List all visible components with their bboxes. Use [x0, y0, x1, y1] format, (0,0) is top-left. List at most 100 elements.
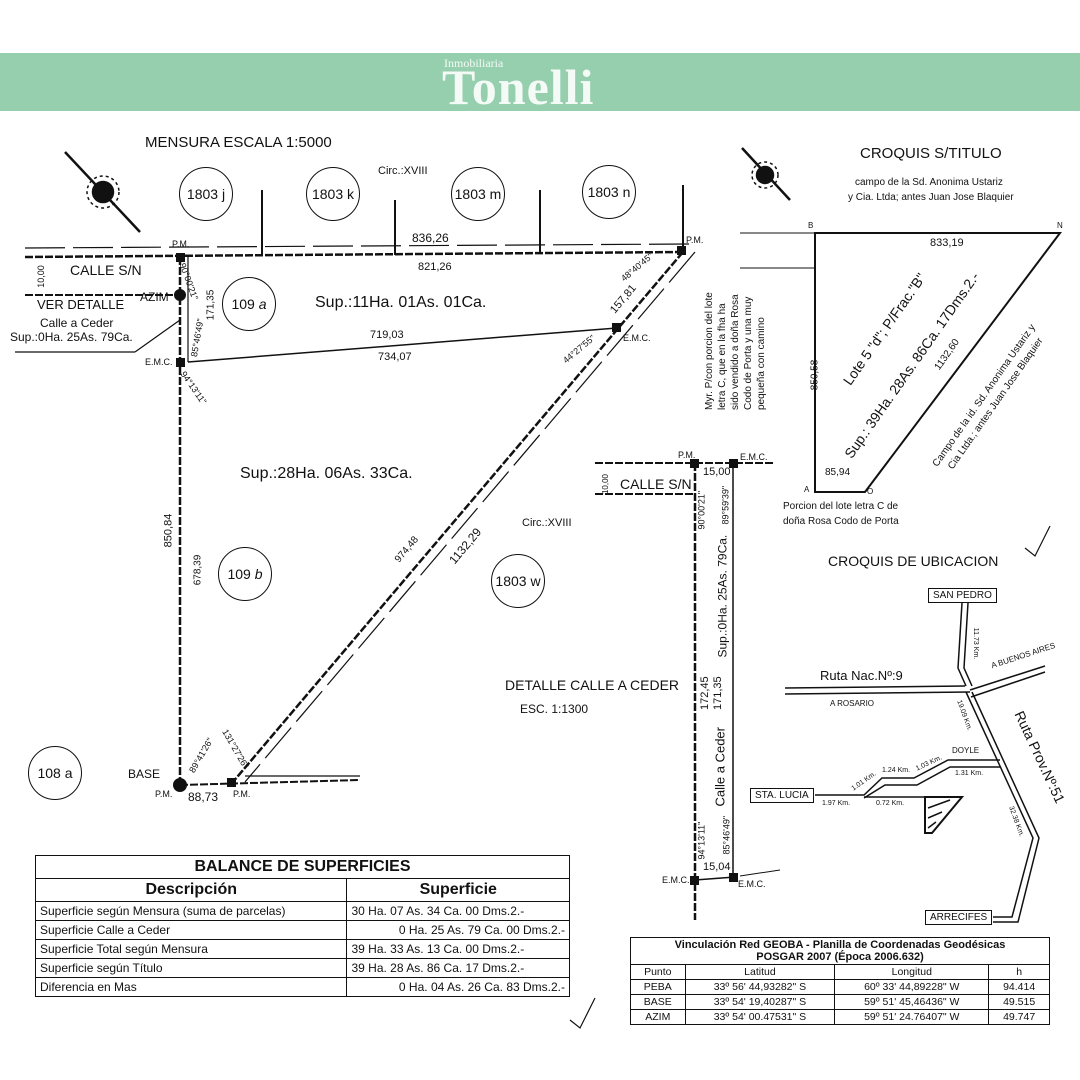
- azim-label: AZIM: [140, 290, 169, 304]
- plan-title: MENSURA ESCALA 1:5000: [145, 134, 332, 151]
- circ-label: Circ.:XVIII: [378, 165, 428, 177]
- north-arrow-icon: [741, 147, 791, 201]
- detail-left-dim: 172,45: [699, 676, 711, 710]
- detail-bottom-dim: 15,04: [703, 861, 731, 873]
- town-san-pedro: SAN PEDRO: [928, 588, 997, 603]
- brand-banner: [0, 53, 1080, 111]
- doyle: DOYLE: [952, 746, 980, 755]
- km: 1.97 Km.: [822, 800, 851, 807]
- ruta-9: Ruta Nac.Nº:9: [820, 668, 903, 683]
- dim-85-94: 85,94: [825, 467, 851, 478]
- calle-ceder-sup: Sup.:0Ha. 25As. 79Ca.: [10, 330, 133, 344]
- col-descripcion: Descripción: [34, 878, 348, 902]
- col-superficie: Superficie: [346, 878, 570, 902]
- brand-logo: Tonelli: [442, 59, 595, 115]
- detail-title: DETALLE CALLE A CEDER: [505, 677, 680, 693]
- dim-850: 850,84: [162, 513, 175, 548]
- detail-calle-sn: CALLE S/N: [620, 476, 692, 492]
- detail-angle: 90°00'21": [696, 490, 707, 530]
- km: 0.72 Km.: [876, 800, 905, 807]
- croquis-titulo-title: CROQUIS S/TITULO: [860, 145, 1002, 162]
- sup-109b: Sup.:28Ha. 06As. 33Ca.: [240, 465, 413, 482]
- town-arrecifes: ARRECIFES: [925, 910, 993, 925]
- table-row: Superficie según Mensura (suma de parcel…: [34, 901, 570, 921]
- base-label: BASE: [128, 767, 161, 781]
- detail-angle: 85°46'49": [721, 815, 732, 855]
- pm-label: P.M.: [233, 789, 251, 799]
- brand-subtitle: Inmobiliaria: [444, 56, 504, 70]
- parcel-109b: 109 b: [218, 547, 272, 601]
- north-owner-2: y Cia. Ltda; antes Juan Jose Blaquier: [848, 192, 1014, 203]
- vertex-b: B: [808, 221, 814, 230]
- dim-850-58: 850,58: [809, 359, 821, 391]
- calle-width: 10,00: [35, 265, 46, 288]
- dim-top-inner: 821,26: [418, 261, 452, 273]
- check-mark-icon: [1024, 525, 1051, 557]
- parcel-1803m: 1803 m: [451, 167, 505, 221]
- detail-dims: 172,45 171,35: [699, 670, 725, 710]
- a-rosario: A ROSARIO: [830, 699, 875, 708]
- emc-label: E.M.C.: [145, 357, 173, 367]
- parcel-1803n: 1803 n: [582, 165, 636, 219]
- town-sta-lucia: STA. LUCIA: [750, 788, 814, 803]
- check-mark-icon: [569, 997, 596, 1029]
- parcel-1803k: 1803 k: [306, 167, 360, 221]
- balance-title: BALANCE DE SUPERFICIES: [35, 855, 570, 879]
- dim-88: 88,73: [188, 790, 219, 804]
- emc-label: E.M.C.: [740, 452, 768, 462]
- vertex-a: A: [804, 485, 810, 494]
- pm-label: P.M.: [155, 789, 173, 799]
- parcel-108a: 108 a: [28, 746, 82, 800]
- emc-label: E.M.C.: [623, 333, 651, 343]
- geoba-title: Vinculación Red GEOBA - Planilla de Coor…: [674, 939, 1006, 951]
- location-map-roads: [784, 602, 1046, 923]
- detail-calle-ceder: Calle a Ceder: [712, 727, 728, 807]
- detail-right-dim: 171,35: [712, 676, 724, 710]
- detail-street-lines: [595, 459, 781, 920]
- pm-label: P.M.: [686, 235, 704, 245]
- circ-label: Circ.:XVIII: [522, 517, 572, 529]
- title-sketch-polygon: [740, 232, 1063, 493]
- parcel-1803w: 1803 w: [491, 554, 545, 608]
- vertex-o: O: [867, 487, 874, 496]
- dim-719: 719,03: [370, 329, 404, 341]
- detail-scale: ESC. 1:1300: [520, 702, 589, 716]
- dim-678: 678,39: [192, 554, 204, 586]
- dim-833: 833,19: [930, 237, 964, 249]
- vertex-n: N: [1057, 221, 1063, 230]
- main-parcel-lines: [15, 185, 696, 792]
- south-note-2: doña Rosa Codo de Porta: [783, 516, 899, 527]
- geoba-subtitle: POSGAR 2007 (Época 2006.632): [756, 951, 924, 963]
- north-arrow-icon: [64, 151, 141, 233]
- dim-top-outer: 836,26: [412, 231, 449, 245]
- detail-width: 10,00: [601, 473, 611, 495]
- detail-sup: Sup.:0Ha. 25As. 79Ca.: [715, 534, 730, 658]
- detail-top-dim: 15,00: [703, 466, 731, 478]
- north-owner: campo de la Sd. Anonima Ustariz: [855, 177, 1003, 188]
- km: 1.31 Km.: [955, 770, 984, 777]
- dim-734: 734,07: [378, 351, 412, 363]
- detail-angle: 89°59'39": [720, 485, 731, 525]
- south-note: Porcion del lote letra C de: [783, 501, 899, 512]
- dim-171: 171,35: [205, 289, 217, 321]
- detail-angle: 94°13'11": [696, 821, 707, 860]
- parcel-109a: 109 a: [222, 277, 276, 331]
- geoba-table: Vinculación Red GEOBA - Planilla de Coor…: [630, 937, 1050, 1025]
- calle-sn-label: CALLE S/N: [70, 262, 142, 278]
- sup-109a: Sup.:11Ha. 01As. 01Ca.: [315, 294, 487, 311]
- km: 11.73 Km.: [972, 627, 980, 660]
- ubicacion-title: CROQUIS DE UBICACION: [828, 553, 999, 569]
- pm-label: P.M.: [172, 239, 190, 249]
- calle-ceder-label: Calle a Ceder: [40, 316, 114, 330]
